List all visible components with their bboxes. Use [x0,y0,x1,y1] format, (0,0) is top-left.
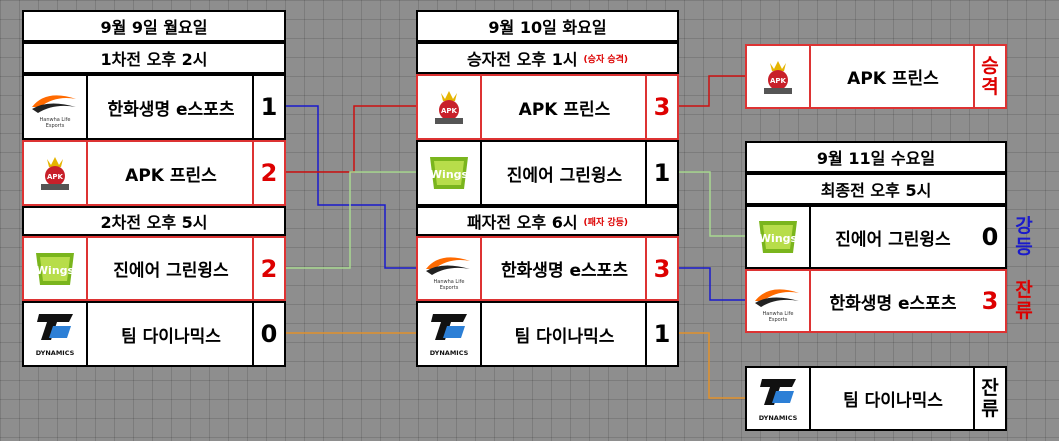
svg-text:APK: APK [47,173,64,181]
winners-team2-score: 1 [645,142,677,204]
final-team2-row: Hanwha Life Esports 한화생명 e스포츠 3 [745,269,1007,333]
promoted-result-char2: 격 [981,75,999,98]
winners-team2-name: 진에어 그린윙스 [506,165,623,186]
match1-team1-score: 1 [252,76,284,138]
losers-match-title: 패자전 오후 6시 [466,213,578,232]
line-apk-to-promoted [679,75,745,107]
final-team2-score: 3 [981,287,999,315]
match1-team1-row: Hanwha Life Esports 한화생명 e스포츠 1 [22,74,286,140]
final-team1-name: 진에어 그린윙스 [835,229,951,250]
svg-text:APK: APK [441,107,458,115]
match2-team2-name: 팀 다이나믹스 [121,326,221,347]
winners-team1-name: APK 프린스 [518,99,611,120]
jin-air-greenwings-logo: Wings [24,238,88,299]
team-dynamics-logo: DYNAMICS [418,303,482,365]
promoted-row: APK APK 프린스 승 격 [745,44,1007,109]
promoted-result-char1: 승 [981,54,999,77]
final-team1-result-char2: 등 [1015,236,1033,258]
remain-team-name: 팀 다이나믹스 [843,391,943,411]
hanwha-life-esports-logo: Hanwha Life Esports [747,271,811,331]
winners-match-header: 승자전 오후 1시 (승자 승격) [416,42,679,74]
losers-team2-row: DYNAMICS 팀 다이나믹스 1 [416,301,679,367]
day1-date-header: 9월 9일 월요일 [22,10,286,42]
final-team2-result: 잔 류 [1009,269,1039,333]
final-team1-row: Wings 진에어 그린윙스 0 [745,205,1007,269]
line-hanwha-to-losers [286,105,416,269]
day1-date: 9월 9일 월요일 [100,18,208,37]
svg-text:Hanwha Life: Hanwha Life [434,279,465,285]
losers-team2-score: 1 [645,303,677,365]
losers-team2-name: 팀 다이나믹스 [514,326,615,347]
promoted-team-name: APK 프린스 [847,69,939,89]
team-dynamics-logo: DYNAMICS [24,303,88,365]
svg-text:Hanwha Life: Hanwha Life [763,311,794,317]
final-team2-result-char1: 잔 [1015,279,1033,301]
line-apk-to-winners [286,105,416,173]
final-team1-result: 강 등 [1009,205,1039,269]
winners-team1-score: 3 [645,76,677,138]
match2-team1-name: 진에어 그린윙스 [113,261,229,281]
match1-title: 1차전 오후 2시 [100,50,208,69]
promoted-result: 승 격 [973,46,1005,107]
day3-date: 9월 11일 수요일 [816,149,936,168]
match1-team2-row: APK APK 프린스 2 [22,140,286,206]
losers-match-note: (패자 강등) [583,217,629,228]
final-team2-result-char2: 류 [1015,300,1033,322]
remain-result-char2: 류 [981,397,999,420]
day3-date-header: 9월 11일 수요일 [745,141,1007,173]
winners-match-title: 승자전 오후 1시 [466,50,578,69]
match2-header: 2차전 오후 5시 [22,206,286,236]
apk-prince-logo: APK [418,76,482,138]
svg-text:DYNAMICS: DYNAMICS [759,414,798,422]
apk-prince-logo: APK [747,46,811,107]
final-team1-result-char1: 강 [1015,215,1033,237]
jin-air-greenwings-logo: Wings [418,142,482,204]
winners-match-note: (승자 승격) [583,54,629,65]
svg-text:Esports: Esports [440,285,459,291]
jin-air-greenwings-logo: Wings [747,207,811,267]
winners-team2-row: Wings 진에어 그린윙스 1 [416,140,679,206]
match1-team2-name: APK 프린스 [125,165,217,186]
final-match-header: 최종전 오후 5시 [745,173,1007,205]
svg-text:DYNAMICS: DYNAMICS [430,349,469,357]
svg-text:Esports: Esports [46,123,65,129]
day2-date-header: 9월 10일 화요일 [416,10,679,42]
remain-row: DYNAMICS 팀 다이나믹스 잔 류 [745,366,1007,431]
remain-result: 잔 류 [973,368,1005,429]
final-match-title: 최종전 오후 5시 [820,181,932,200]
hanwha-life-esports-logo: Hanwha Life Esports [24,76,88,138]
line-jinair-to-winners [286,171,416,269]
losers-team1-name: 한화생명 e스포츠 [501,261,628,281]
final-team1-score: 0 [981,223,999,251]
match2-team1-row: Wings 진에어 그린윙스 2 [22,236,286,301]
svg-text:Wings: Wings [759,232,798,245]
day2-date: 9월 10일 화요일 [488,18,607,37]
svg-text:DYNAMICS: DYNAMICS [36,349,75,357]
line-jinair-to-final [679,171,745,237]
svg-text:APK: APK [770,77,787,85]
match2-team1-score: 2 [252,238,284,299]
match2-team2-score: 0 [252,303,284,365]
svg-text:Wings: Wings [430,168,469,181]
svg-text:Esports: Esports [769,317,788,323]
line-dynamics-to-remain [679,332,745,399]
hanwha-life-esports-logo: Hanwha Life Esports [418,238,482,299]
team-dynamics-logo: DYNAMICS [747,368,811,429]
losers-team1-row: Hanwha Life Esports 한화생명 e스포츠 3 [416,236,679,301]
svg-text:Hanwha Life: Hanwha Life [40,117,71,123]
match1-header: 1차전 오후 2시 [22,42,286,74]
losers-team1-score: 3 [645,238,677,299]
match1-team2-score: 2 [252,142,284,204]
match1-team1-name: 한화생명 e스포츠 [107,99,235,120]
remain-result-char1: 잔 [981,376,999,399]
losers-match-header: 패자전 오후 6시 (패자 강등) [416,206,679,236]
winners-team1-row: APK APK 프린스 3 [416,74,679,140]
svg-text:Wings: Wings [36,264,75,277]
match2-title: 2차전 오후 5시 [100,213,208,232]
final-team2-name: 한화생명 e스포츠 [829,293,957,314]
line-hanwha-to-final [679,267,745,301]
match2-team2-row: DYNAMICS 팀 다이나믹스 0 [22,301,286,367]
apk-prince-logo: APK [24,142,88,204]
